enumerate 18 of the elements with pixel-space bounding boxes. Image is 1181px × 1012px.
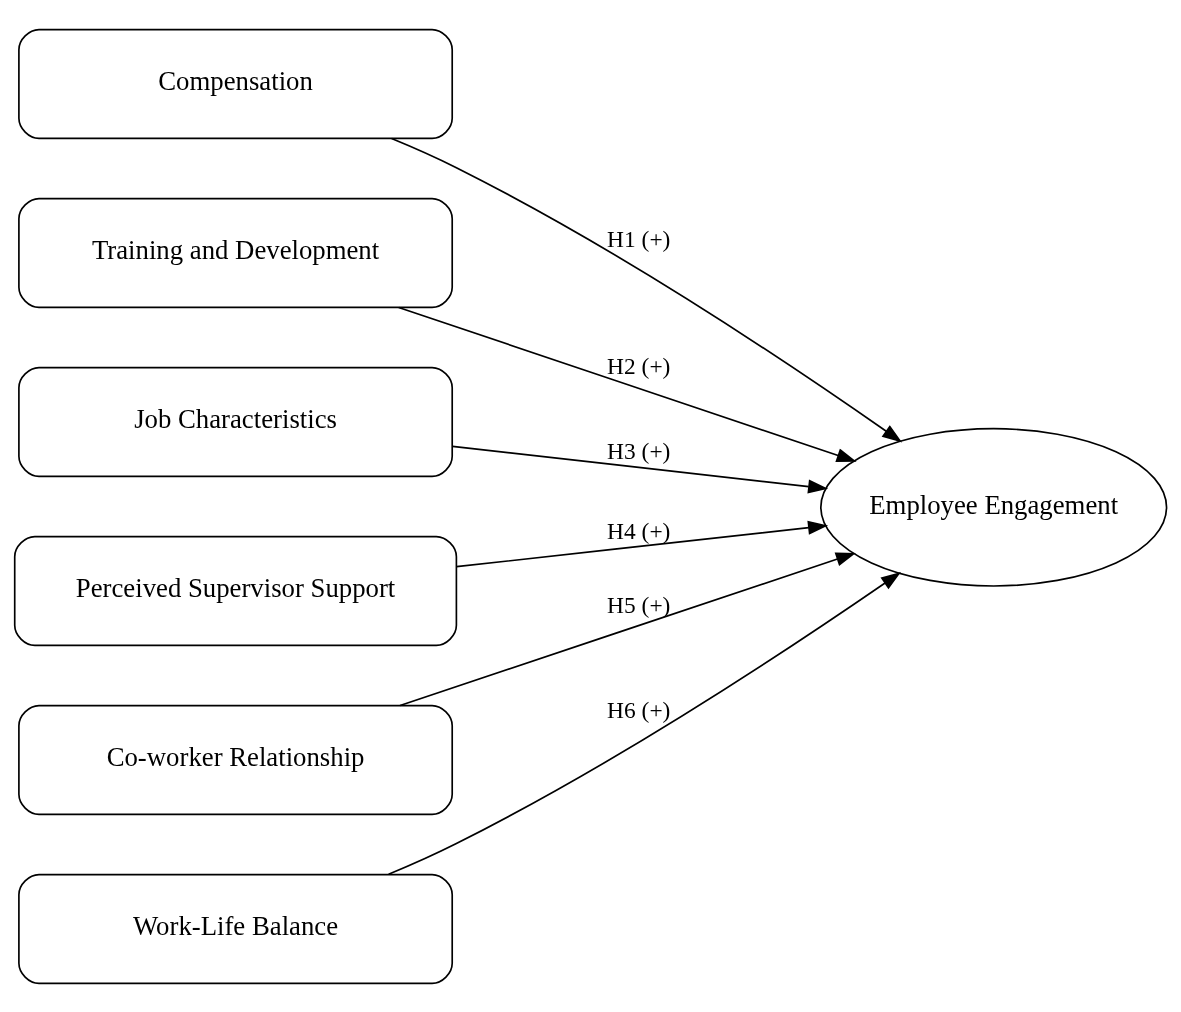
- node-box: Perceived Supervisor Support: [13, 535, 458, 646]
- arrow: [399, 552, 856, 706]
- edge-label: H3 (+): [607, 437, 671, 464]
- arrow: [397, 306, 857, 462]
- node-box: Training and Development: [18, 197, 454, 308]
- edge-label: H1 (+): [607, 225, 671, 252]
- edge-label: H5 (+): [607, 591, 671, 618]
- arrow: [390, 137, 903, 442]
- arrow: [455, 520, 829, 567]
- node-box: Compensation: [18, 28, 454, 139]
- edge-label: H6 (+): [607, 696, 671, 723]
- node-box: Work-Life Balance: [18, 873, 454, 984]
- arrow: [451, 445, 829, 494]
- edge-label: H2 (+): [607, 352, 671, 379]
- node-box: Co-worker Relationship: [18, 704, 454, 815]
- node-box: Job Characteristics: [18, 366, 454, 477]
- edge-label: H4 (+): [607, 517, 671, 544]
- arrow: [387, 571, 901, 875]
